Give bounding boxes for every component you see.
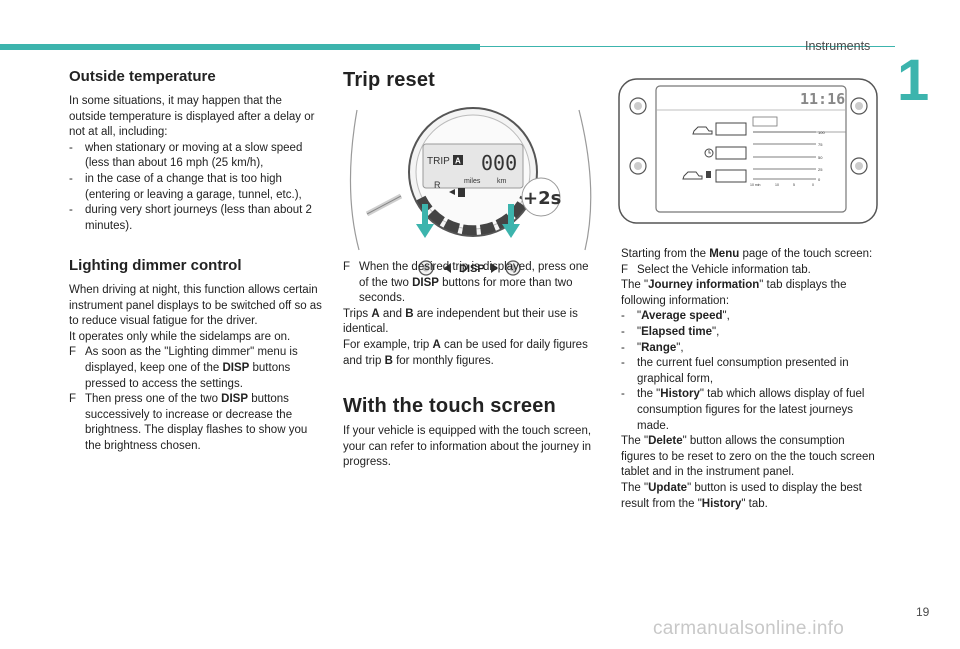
lighting-dimmer-condition: It operates only while the sidelamps are… xyxy=(69,330,291,343)
trip-independence-note: Trips A and B are independent but their … xyxy=(343,307,578,336)
trip-reset-heading: Trip reset xyxy=(343,69,436,91)
list-item: -"Elapsed time", xyxy=(621,325,720,338)
hold-duration-badge: +2s xyxy=(523,188,561,209)
graph-axis-label: 10 xyxy=(775,183,779,187)
outside-temperature-intro: In some situations, it may happen that t… xyxy=(69,95,315,139)
graph-tick-label: 0 xyxy=(818,177,821,182)
side-button xyxy=(850,157,868,175)
list-item: -the current fuel consumption presented … xyxy=(621,357,849,385)
trip-reset-illustration: TRIP A 000 miles km R +2s DISP xyxy=(349,107,592,276)
trip-counter: 000 xyxy=(481,151,517,175)
graph-tick-label: 25 xyxy=(818,167,823,172)
section-title: Instruments xyxy=(805,39,871,53)
touch-screen-start: Starting from the Menu page of the touch… xyxy=(621,248,873,260)
side-button xyxy=(629,157,647,175)
disp-button-right xyxy=(505,260,521,276)
page-number: 19 xyxy=(916,605,930,619)
graph-tick-label: 75 xyxy=(818,142,823,147)
car-speed-icon xyxy=(692,126,713,135)
watermark: carmanualsonline.info xyxy=(653,618,845,639)
side-button xyxy=(629,97,647,115)
list-item: -"Range", xyxy=(621,341,684,354)
graph-axis-label: 5 xyxy=(793,183,795,187)
touch-screen-intro: If your vehicle is equipped with the tou… xyxy=(343,425,592,469)
list-item: -in the case of a change that is too hig… xyxy=(69,172,302,201)
consumption-graph: 100 75 50 25 0 10 min 10 5 0 xyxy=(750,130,825,187)
trip-letter: A xyxy=(455,157,461,166)
reserve-label: R xyxy=(434,180,441,190)
outside-temperature-heading: Outside temperature xyxy=(69,68,216,85)
graph-axis-label: 0 xyxy=(812,183,814,187)
list-item: -during very short journeys (less than a… xyxy=(69,204,312,232)
journey-tab-intro: The "Journey information" tab displays t… xyxy=(621,279,847,307)
lighting-dimmer-body: When driving at night, this function all… xyxy=(69,283,323,455)
chevron-right-icon xyxy=(491,263,498,273)
chevron-left-icon xyxy=(444,263,451,273)
list-item: -when stationary or moving at a slow spe… xyxy=(69,141,303,170)
arrow-down-icon xyxy=(416,204,434,238)
list-item: -"Average speed", xyxy=(621,310,730,323)
update-button-note: The "Update" button is used to display t… xyxy=(621,481,862,510)
touch-screen-heading: With the touch screen xyxy=(343,395,556,417)
graph-axis-label: 10 min xyxy=(750,183,761,187)
delete-button-note: The "Delete" button allows the consumpti… xyxy=(621,435,875,479)
car-fuel-icon xyxy=(682,171,711,180)
side-button xyxy=(850,97,868,115)
chapter-number: 1 xyxy=(897,48,930,113)
trip-example-note: For example, trip A can be used for dail… xyxy=(343,338,588,367)
disp-label: DISP xyxy=(459,263,485,275)
miles-unit: miles xyxy=(464,178,481,185)
touch-screen-body: Starting from the Menu page of the touch… xyxy=(621,247,879,512)
header-accent-bar xyxy=(0,44,480,50)
clock-display: 11:16 xyxy=(800,90,845,108)
trip-label: TRIP xyxy=(427,156,450,167)
graph-tick-label: 100 xyxy=(818,130,825,135)
outside-temperature-body: In some situations, it may happen that t… xyxy=(69,94,321,234)
graph-tick-label: 50 xyxy=(818,155,823,160)
header-rule xyxy=(480,46,895,47)
touch-screen-illustration: 11:16 100 75 50 25 0 10 min 10 5 0 xyxy=(618,78,878,224)
lighting-dimmer-description: When driving at night, this function all… xyxy=(69,284,322,328)
km-unit: km xyxy=(497,178,507,185)
list-item: -the "History" tab which allows display … xyxy=(621,388,865,432)
arrow-down-icon xyxy=(502,204,520,238)
fuel-pump-icon xyxy=(449,188,465,197)
lighting-dimmer-heading: Lighting dimmer control xyxy=(69,257,242,274)
clock-icon xyxy=(704,148,714,158)
disp-button-left xyxy=(418,260,434,276)
